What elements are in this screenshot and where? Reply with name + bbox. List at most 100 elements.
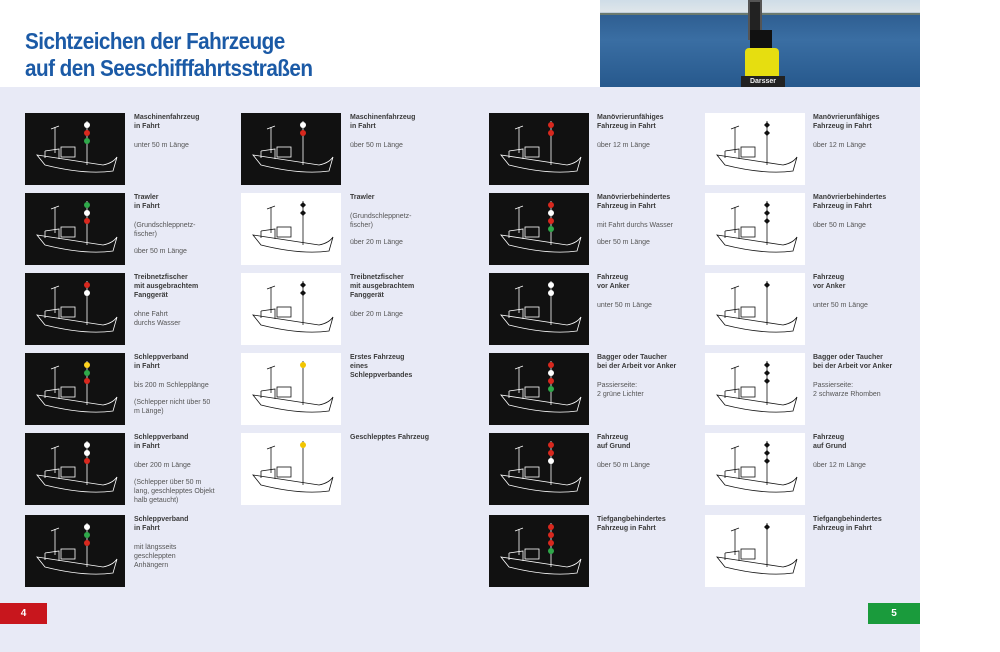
signal-detail: unter 50 m Länge bbox=[813, 302, 868, 309]
signal-heading: Fahrzeug vor Anker bbox=[597, 274, 630, 290]
signal-heading: Manövrierunfähiges Fahrzeug in Fahrt bbox=[813, 114, 880, 130]
signal-heading: Tiefgangbehindertes Fahrzeug in Fahrt bbox=[813, 516, 882, 532]
signal-light bbox=[548, 202, 554, 208]
ship-drawing bbox=[500, 281, 582, 333]
ship-drawing bbox=[36, 441, 118, 493]
day-shape bbox=[300, 210, 306, 216]
signal-light bbox=[300, 130, 306, 136]
ship-illustration bbox=[25, 353, 125, 425]
ship-drawing bbox=[500, 121, 582, 173]
signal-description: Maschinenfahrzeug in Fahrt über 50 m Läng… bbox=[350, 113, 450, 158]
signal-light bbox=[84, 122, 90, 128]
signal-heading: Erstes Fahrzeug eines Schleppverbandes bbox=[350, 354, 413, 379]
signal-description: Trawler in Fahrt(Grundschleppnetz- fisch… bbox=[134, 193, 234, 264]
signal-detail: über 50 m Länge bbox=[350, 142, 403, 149]
ship-drawing bbox=[500, 201, 582, 253]
ship-illustration bbox=[241, 433, 341, 505]
day-shape bbox=[764, 362, 770, 368]
ship-illustration bbox=[25, 515, 125, 587]
signal-light bbox=[548, 540, 554, 546]
signal-heading: Fahrzeug vor Anker bbox=[813, 274, 846, 290]
signal-description: Erstes Fahrzeug eines Schleppverbandes bbox=[350, 353, 450, 390]
ship-illustration bbox=[489, 433, 589, 505]
ship-drawing bbox=[716, 361, 798, 413]
day-shape bbox=[764, 524, 770, 530]
day-shape bbox=[764, 202, 770, 208]
signal-heading: Tiefgangbehindertes Fahrzeug in Fahrt bbox=[597, 516, 666, 532]
ship-drawing bbox=[252, 281, 334, 333]
signal-detail: über 200 m Länge bbox=[134, 462, 191, 469]
signal-heading: Schleppverband in Fahrt bbox=[134, 516, 189, 532]
ship-illustration bbox=[241, 273, 341, 345]
signal-light bbox=[84, 450, 90, 456]
ship-illustration bbox=[241, 193, 341, 265]
ship-drawing bbox=[36, 281, 118, 333]
signal-detail: über 20 m Länge bbox=[350, 311, 403, 318]
day-shape bbox=[764, 122, 770, 128]
signal-heading: Schleppverband in Fahrt bbox=[134, 354, 189, 370]
signal-light bbox=[84, 540, 90, 546]
page-number-right: 5 bbox=[868, 603, 920, 624]
signal-detail: unter 50 m Länge bbox=[597, 302, 652, 309]
ship-drawing bbox=[252, 121, 334, 173]
signal-light bbox=[84, 130, 90, 136]
ship-illustration bbox=[489, 193, 589, 265]
signal-detail: über 12 m Länge bbox=[597, 142, 650, 149]
signal-light bbox=[84, 458, 90, 464]
ship-illustration bbox=[489, 515, 589, 587]
day-shape bbox=[764, 370, 770, 376]
ship-illustration bbox=[25, 113, 125, 185]
signal-light bbox=[548, 226, 554, 232]
signal-light bbox=[84, 370, 90, 376]
day-shape bbox=[300, 282, 306, 288]
signal-heading: Geschlepptes Fahrzeug bbox=[350, 434, 429, 441]
signal-description: Bagger oder Taucher bei der Arbeit vor A… bbox=[813, 353, 913, 407]
ship-drawing bbox=[252, 441, 334, 493]
signal-light bbox=[548, 122, 554, 128]
signal-light bbox=[84, 290, 90, 296]
buoy-body bbox=[745, 48, 779, 78]
ship-drawing bbox=[716, 523, 798, 575]
signal-light bbox=[548, 386, 554, 392]
ship-illustration bbox=[705, 353, 805, 425]
signal-detail: (Grundschleppnetz- fischer) bbox=[134, 222, 196, 238]
signal-light bbox=[548, 458, 554, 464]
ship-drawing bbox=[36, 361, 118, 413]
signal-detail: ohne Fahrt durchs Wasser bbox=[134, 311, 181, 327]
signal-light bbox=[548, 532, 554, 538]
ship-drawing bbox=[716, 201, 798, 253]
ship-drawing bbox=[716, 441, 798, 493]
signal-light bbox=[300, 442, 306, 448]
buoy-photo: Darsser bbox=[600, 0, 920, 87]
signal-description: Treibnetzfischer mit ausgebrachtem Fangg… bbox=[350, 273, 450, 327]
ship-illustration bbox=[489, 353, 589, 425]
day-shape bbox=[764, 442, 770, 448]
signal-light bbox=[84, 442, 90, 448]
signal-detail: bis 200 m Schlepplänge bbox=[134, 382, 209, 389]
signal-detail: über 50 m Länge bbox=[597, 239, 650, 246]
signal-light bbox=[84, 210, 90, 216]
signal-heading: Maschinenfahrzeug in Fahrt bbox=[350, 114, 416, 130]
page-number-left: 4 bbox=[0, 603, 47, 624]
signal-light bbox=[84, 378, 90, 384]
signal-detail: Passierseite: 2 schwarze Rhomben bbox=[813, 382, 881, 398]
signal-light bbox=[548, 210, 554, 216]
ship-illustration bbox=[705, 193, 805, 265]
ship-drawing bbox=[252, 201, 334, 253]
signal-light bbox=[84, 138, 90, 144]
signal-heading: Manövrierunfähiges Fahrzeug in Fahrt bbox=[597, 114, 664, 130]
day-shape bbox=[764, 218, 770, 224]
signal-description: Bagger oder Taucher bei der Arbeit vor A… bbox=[597, 353, 697, 407]
signal-detail: (Schlepper über 50 m lang, geschlepptes … bbox=[134, 479, 215, 504]
signal-light bbox=[84, 202, 90, 208]
buoy-lettering: Darsser bbox=[741, 76, 785, 87]
signal-light bbox=[548, 548, 554, 554]
signal-heading: Bagger oder Taucher bei der Arbeit vor A… bbox=[813, 354, 893, 370]
signal-detail: über 50 m Länge bbox=[813, 222, 866, 229]
signal-heading: Manövrierbehindertes Fahrzeug in Fahrt bbox=[813, 194, 887, 210]
signal-detail: über 20 m Länge bbox=[350, 239, 403, 246]
title-line-1: Sichtzeichen der Fahrzeuge bbox=[25, 28, 285, 54]
signal-light bbox=[548, 378, 554, 384]
